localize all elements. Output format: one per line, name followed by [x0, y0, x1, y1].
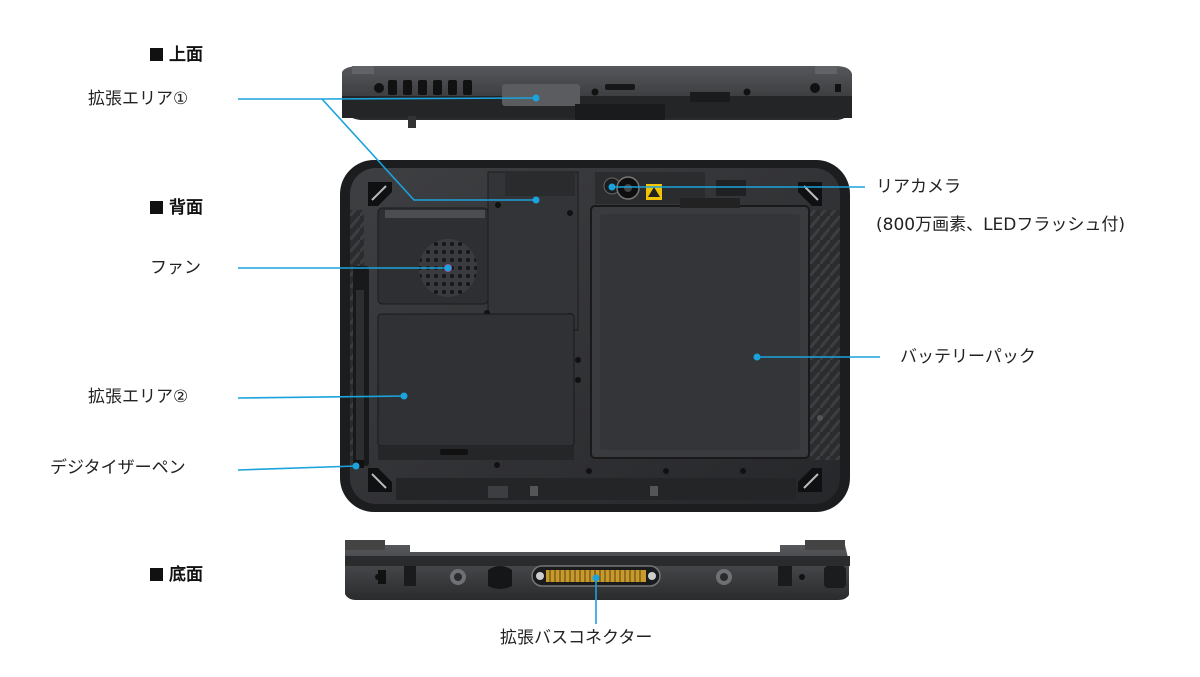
callout-lines — [237, 97, 880, 624]
label-expansion-area-1: 拡張エリア① — [88, 89, 189, 109]
section-heading-back-text: 背面 — [169, 198, 203, 218]
section-heading-bottom-text: 底面 — [169, 565, 203, 585]
label-rear-camera-spec: (800万画素、LEDフラッシュ付) — [876, 215, 1126, 235]
section-heading-back: 背面 — [150, 193, 203, 218]
section-heading-bottom: 底面 — [150, 560, 203, 585]
callout-line-digitizer-pen — [237, 465, 357, 471]
label-battery-pack: バッテリーパック — [900, 347, 1036, 367]
label-rear-camera: リアカメラ — [876, 177, 961, 197]
label-expansion-area-2: 拡張エリア② — [88, 387, 189, 407]
square-bullet-icon — [150, 568, 163, 581]
square-bullet-icon — [150, 201, 163, 214]
top-view — [342, 66, 852, 128]
label-expansion-bus-connector: 拡張バスコネクター — [500, 628, 653, 648]
square-bullet-icon — [150, 48, 163, 61]
callout-line-expansion-area-2 — [237, 395, 405, 399]
callout-line-expansion-area-1 — [238, 97, 537, 100]
callout-dots — [352, 94, 761, 582]
label-fan: ファン — [150, 258, 201, 278]
callout-line-expansion-area-1-back — [321, 98, 536, 201]
label-digitizer-pen: デジタイザーペン — [50, 458, 186, 478]
section-heading-top: 上面 — [150, 40, 203, 65]
bottom-view — [345, 540, 850, 600]
section-heading-top-text: 上面 — [169, 45, 203, 65]
back-view — [340, 160, 850, 512]
